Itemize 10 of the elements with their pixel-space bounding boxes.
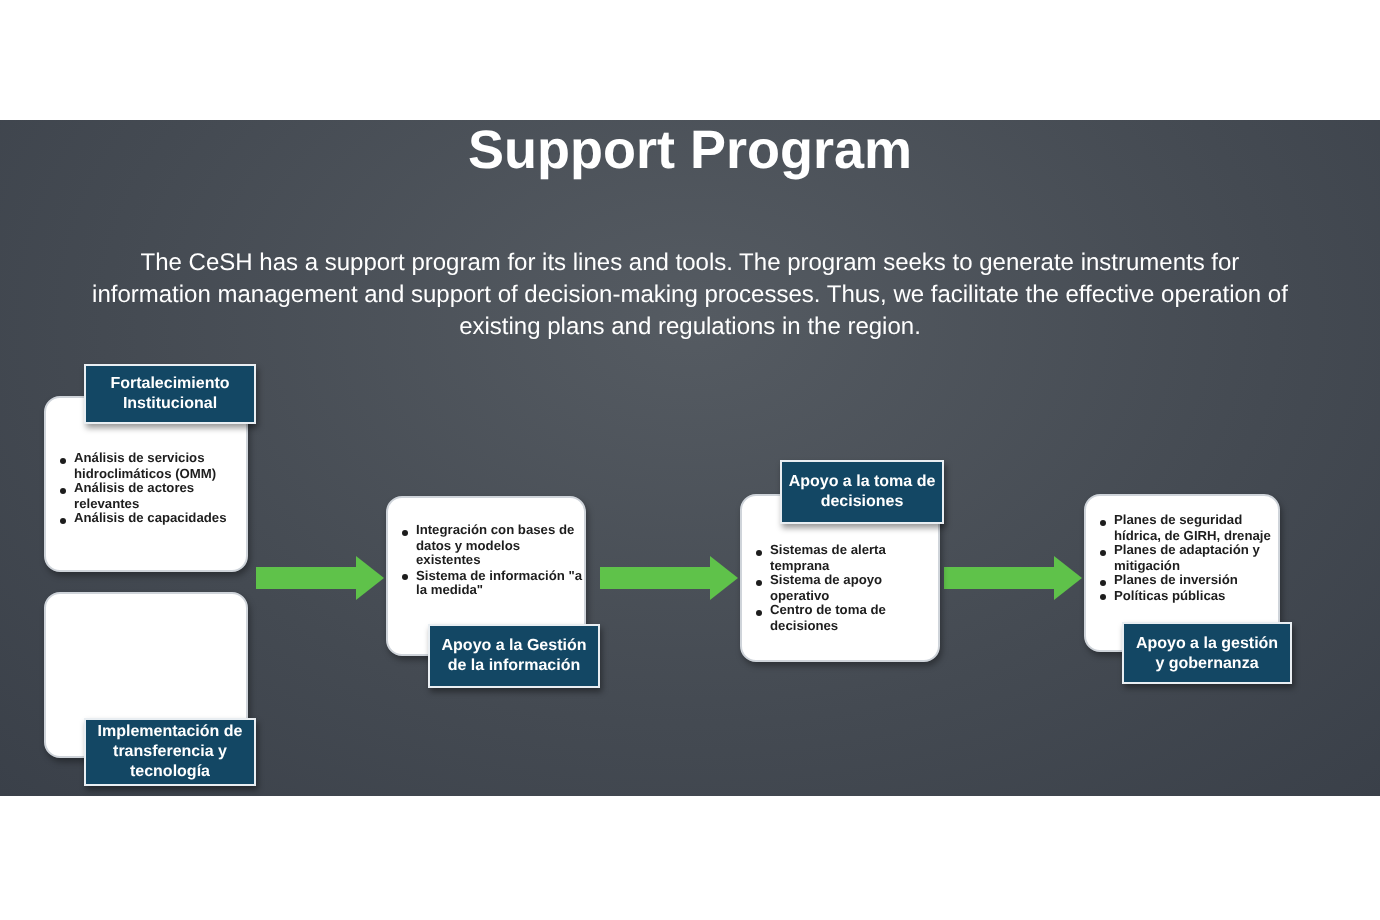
intro-paragraph: The CeSH has a support program for its lines and tools. The program seeks to generate instruments for information management and support of decision-making processes. Thus, we facilitate the effective operation of existing plans and regulations in the region.	[90, 246, 1290, 342]
arrow	[944, 556, 1082, 600]
heading-tab: Apoyo a la Gestión de la información	[428, 624, 600, 688]
heading-tab: Implementación de transferencia y tecnología	[84, 718, 256, 786]
heading-tab: Apoyo a la toma de decisiones	[780, 460, 944, 524]
title: Support Program	[465, 118, 914, 184]
heading-tab: Fortalecimiento Institucional	[84, 364, 256, 424]
arrow	[256, 556, 384, 600]
arrow	[600, 556, 738, 600]
heading-tab: Apoyo a la gestión y gobernanza	[1122, 622, 1292, 684]
